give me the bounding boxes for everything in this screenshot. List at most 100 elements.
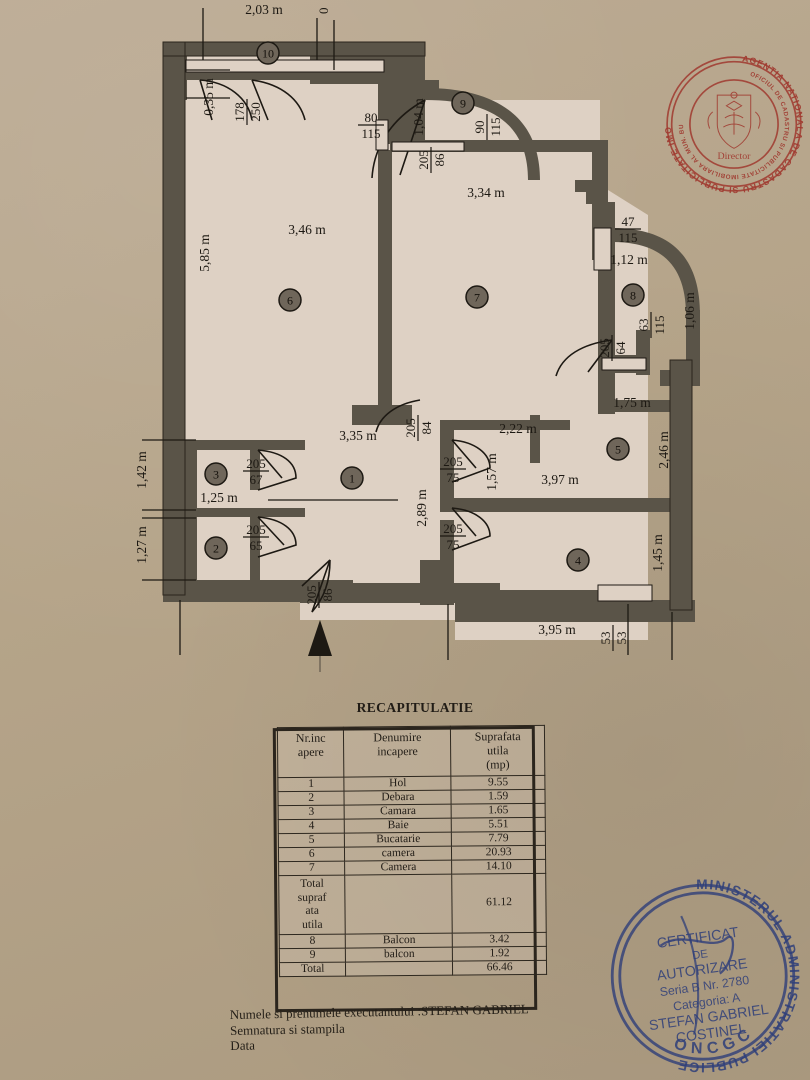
room-marker-10: 10 (256, 41, 280, 65)
svg-text:205: 205 (246, 456, 266, 471)
dimension-label: 1,27 m (134, 526, 149, 564)
dimension-label: 1,04 m (411, 98, 426, 136)
svg-text:205: 205 (597, 338, 612, 358)
coat-of-arms-icon (707, 91, 761, 149)
svg-text:9: 9 (460, 97, 466, 111)
svg-text:205: 205 (416, 150, 431, 170)
svg-text:63: 63 (636, 319, 651, 332)
dimension-label: 1,45 m (650, 534, 665, 572)
dimension-label: 3,97 m (541, 472, 579, 487)
svg-text:205: 205 (443, 454, 463, 469)
dimension-lines (142, 8, 673, 660)
svg-text:65: 65 (250, 538, 263, 553)
svg-text:205: 205 (304, 585, 319, 605)
dimension-label: 1,12 m (610, 252, 648, 267)
room-marker-5: 5 (606, 437, 630, 461)
dimension-label: 5,85 m (197, 234, 212, 272)
svg-text:205: 205 (403, 418, 418, 438)
svg-text:86: 86 (320, 588, 335, 602)
dimension-label: 1,75 m (613, 395, 651, 410)
room-marker-4: 4 (566, 548, 590, 572)
svg-text:90: 90 (472, 121, 487, 134)
dimension-label: 2,46 m (656, 431, 671, 469)
stamp-blue-authorization: MINISTERUL ADMINISTRATIEI PUBLICE ONCGC … (610, 872, 810, 1080)
room-marker-1: 1 (340, 466, 364, 490)
dimension-label: 1,57 m (484, 453, 499, 491)
svg-text:75: 75 (447, 537, 460, 552)
dimension-label: 0,35 m (201, 78, 216, 116)
svg-text:4: 4 (575, 554, 581, 568)
svg-text:7: 7 (474, 291, 480, 305)
dimension-label: 3,46 m (288, 222, 326, 237)
room-marker-9: 9 (451, 91, 475, 115)
svg-text:250: 250 (248, 102, 263, 122)
dimension-label: 1,25 m (200, 490, 238, 505)
clipped-dimension-label: 0 (316, 8, 331, 15)
room-marker-2: 2 (204, 536, 228, 560)
wall-outlines (162, 41, 693, 611)
svg-text:53: 53 (598, 632, 613, 645)
svg-text:80: 80 (365, 110, 378, 125)
svg-text:3: 3 (213, 468, 219, 482)
svg-text:8: 8 (630, 289, 636, 303)
room-marker-3: 3 (204, 462, 228, 486)
door-swings (199, 79, 613, 613)
stamp-red-cadastru: AGENTIA NATIONALA DE CADASTRU SI PUBLICI… (658, 40, 804, 195)
svg-text:53: 53 (614, 632, 629, 645)
svg-text:1: 1 (349, 472, 355, 486)
svg-text:115: 115 (652, 315, 667, 334)
svg-text:115: 115 (488, 117, 503, 136)
svg-text:205: 205 (443, 521, 463, 536)
svg-text:67: 67 (250, 472, 264, 487)
svg-text:5: 5 (615, 443, 621, 457)
svg-text:86: 86 (432, 153, 447, 167)
svg-text:205: 205 (246, 522, 266, 537)
dimension-label: 1,06 m (682, 292, 697, 330)
dimension-label: 2,03 m (245, 2, 283, 17)
svg-text:2: 2 (213, 542, 219, 556)
svg-text:84: 84 (419, 421, 434, 435)
dimension-label: 3,35 m (339, 428, 377, 443)
svg-text:115: 115 (361, 126, 380, 141)
stamp-blue-line: DE (691, 948, 709, 962)
dimension-labels: 2,03 m 0,35 m 3,46 m 5,85 m 3,35 m 1,42 m 1,27… (134, 2, 697, 637)
room-marker-8: 8 (621, 283, 645, 307)
svg-text:64: 64 (613, 341, 628, 355)
signature-squiggle (659, 935, 735, 975)
svg-text:178: 178 (232, 102, 247, 122)
room-marker-6: 6 (278, 288, 302, 312)
recapitulatie-title: RECAPITULATIE (356, 700, 474, 715)
svg-text:75: 75 (447, 470, 460, 485)
dimension-label: 3,34 m (467, 185, 505, 200)
svg-text:6: 6 (287, 294, 293, 308)
dimension-label: 3,95 m (538, 622, 576, 637)
dimension-label: 1,42 m (134, 451, 149, 489)
room-marker-7: 7 (465, 285, 489, 309)
dimension-label: 2,89 m (414, 489, 429, 527)
svg-text:47: 47 (622, 214, 636, 229)
stamp-red-center-text: Director (718, 151, 752, 162)
